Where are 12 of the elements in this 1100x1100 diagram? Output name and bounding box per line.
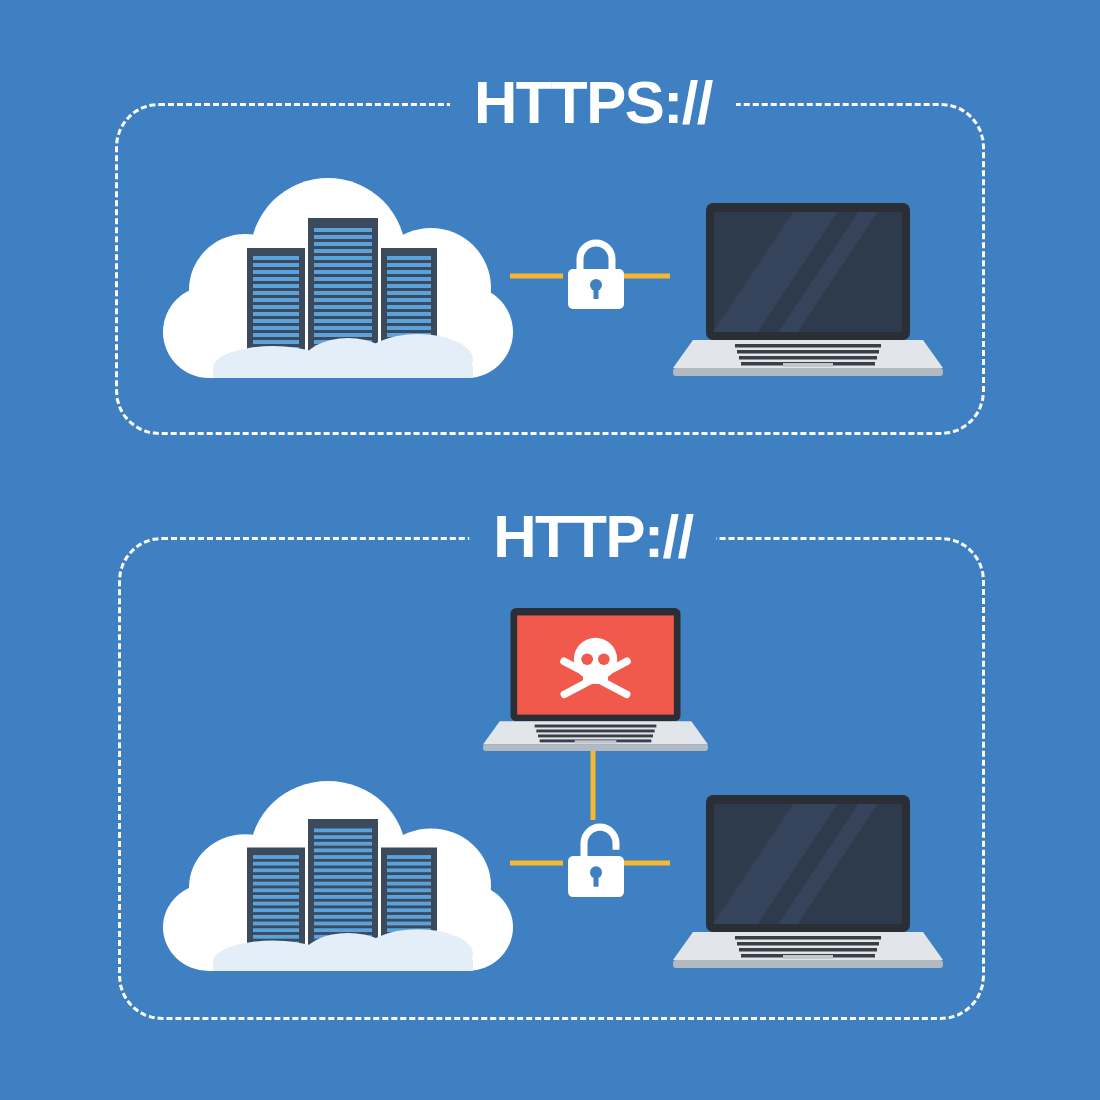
cloud-server-drawing [163,178,513,378]
laptop-drawing [673,203,943,376]
connector-line [590,748,596,820]
connector-line [623,860,670,866]
connector-line [623,273,670,279]
connector-line [510,273,563,279]
skull-laptop-drawing [483,608,708,751]
padlock-icon [566,237,626,309]
laptop-drawing [673,795,943,968]
connector-line [510,860,563,866]
cloud-server-drawing [163,781,513,971]
open-padlock-icon [566,823,626,897]
